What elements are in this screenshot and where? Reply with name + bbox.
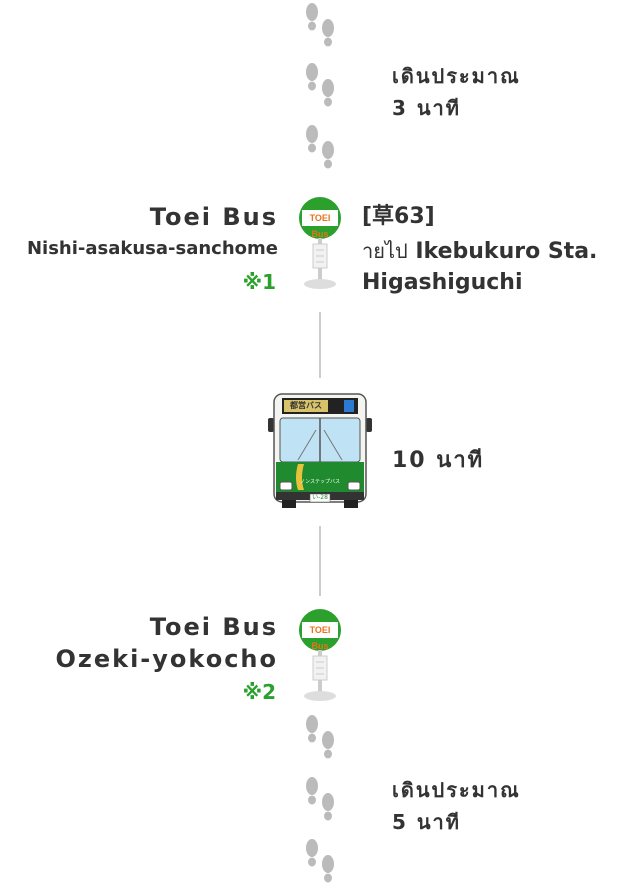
bus-stop-sign-icon: TOEI Bus [296, 608, 344, 704]
stop-1-note: ※1 [242, 270, 276, 294]
sign-label: TOEI Bus [309, 625, 331, 651]
ride-duration: 10 นาที [392, 448, 485, 473]
stop-2-name: Ozeki-yokocho [55, 645, 278, 673]
route-line [319, 526, 321, 596]
walk-label: เดินประมาณ [392, 778, 521, 802]
walk-label: เดินประมาณ [392, 64, 521, 88]
bus-stop-sign-icon: TOEI Bus [296, 196, 344, 292]
stop-1-operator: Toei Bus [149, 203, 278, 231]
footprints-icon [306, 715, 334, 759]
stop-1-name: Nishi-asakusa-sanchome [26, 238, 278, 259]
route-dest-name: Ikebukuro Sta. [415, 239, 598, 264]
route-code: [草63] [362, 204, 435, 229]
bus-logo-text: ノンステップバス [300, 479, 340, 485]
sign-label: TOEI Bus [309, 213, 331, 239]
walk-duration-bottom: เดินประมาณ 5 นาที [392, 774, 521, 838]
walk-duration-top: เดินประมาณ 3 นาที [392, 60, 521, 124]
bus-destination-display: 都営バス [290, 401, 322, 410]
footprints-icon [306, 63, 334, 107]
bus-icon: 都営バス ノンステップバス い-28 [268, 390, 372, 510]
route-destination-line2: Higashiguchi [362, 270, 523, 295]
walk-minutes: 5 นาที [392, 810, 461, 834]
footprints-icon [306, 777, 334, 821]
stop-2-operator: Toei Bus [149, 613, 278, 641]
route-destination: ายไป Ikebukuro Sta. [362, 234, 597, 269]
bus-plate: い-28 [312, 494, 328, 501]
stop-2-note: ※2 [242, 680, 276, 704]
route-dest-prefix: ายไป [362, 239, 408, 263]
footprints-icon [306, 125, 334, 169]
route-line [319, 312, 321, 378]
footprints-icon [306, 3, 334, 47]
walk-minutes: 3 นาที [392, 96, 461, 120]
footprints-icon [306, 839, 334, 883]
